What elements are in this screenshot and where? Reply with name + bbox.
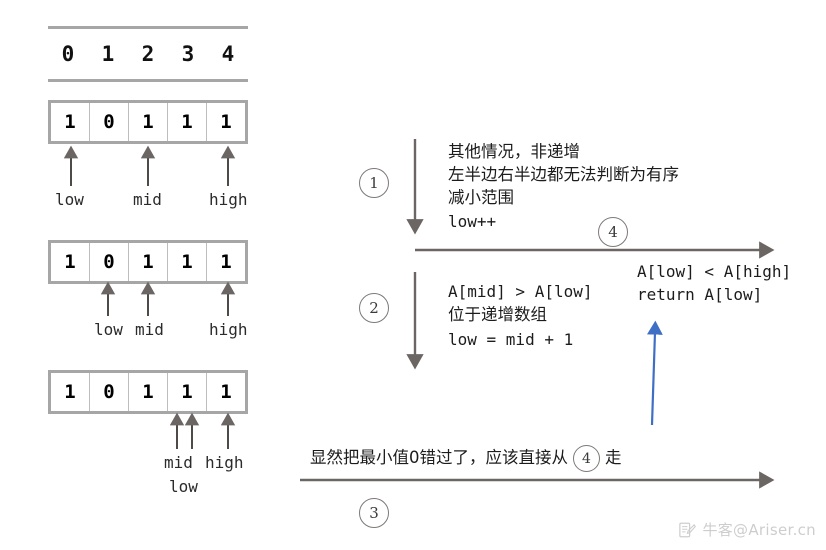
blue-up-arrow xyxy=(646,320,663,426)
array-step-2: 1 0 1 1 1 xyxy=(48,240,248,284)
step-1-line-1: 其他情况，非递增 xyxy=(448,142,580,161)
array-cell: 0 xyxy=(90,103,129,141)
pointer-arrows-array-3 xyxy=(169,412,236,449)
pointer-arrows-array-1 xyxy=(63,145,236,186)
index-cell: 4 xyxy=(221,41,235,66)
index-cell: 2 xyxy=(141,41,155,66)
watermark-text: 牛客@Ariser.cn xyxy=(702,521,816,539)
step-3-inline-marker-4: 4 xyxy=(573,445,600,472)
array-step-3: 1 0 1 1 1 xyxy=(48,370,248,414)
step-3-text-after: 走 xyxy=(605,448,622,468)
step-4-line-1: A[low] < A[high] xyxy=(637,262,792,281)
step-1-line-3: 减小范围 xyxy=(448,188,514,207)
pointer-label-low: low xyxy=(169,477,198,496)
array-cell: 1 xyxy=(220,381,232,403)
pointer-label-mid: mid xyxy=(164,453,193,472)
pointer-label-high: high xyxy=(209,320,248,339)
note-pen-icon xyxy=(679,522,697,537)
step-2-line-3: low = mid + 1 xyxy=(448,330,574,349)
step-2-line-2: 位于递增数组 xyxy=(448,305,547,324)
array-cell: 1 xyxy=(51,243,90,281)
array-cell: 1 xyxy=(129,373,168,411)
step-1-line-2: 左半边右半边都无法判断为有序 xyxy=(448,165,679,184)
index-row: 0 1 2 3 4 xyxy=(48,26,248,82)
watermark: 牛客@Ariser.cn xyxy=(678,519,816,540)
pointer-label-low: low xyxy=(94,320,123,339)
step-2-line-1: A[mid] > A[low] xyxy=(448,282,593,301)
step-marker-2: 2 xyxy=(359,293,389,323)
array-cell: 1 xyxy=(51,373,90,411)
array-cell: 1 xyxy=(168,373,207,411)
index-cell: 1 xyxy=(101,41,115,66)
index-cell: 3 xyxy=(181,41,195,66)
array-step-1: 1 0 1 1 1 xyxy=(48,100,248,144)
pointer-label-mid: mid xyxy=(133,190,162,209)
array-cell: 0 xyxy=(90,243,129,281)
array-cell: 0 xyxy=(90,373,129,411)
array-cell: 1 xyxy=(168,243,207,281)
step-3-sentence: 显然把最小值0错过了，应该直接从 4 走 xyxy=(310,445,622,472)
pointer-label-high: high xyxy=(205,453,244,472)
pointer-label-high: high xyxy=(209,190,248,209)
step-marker-3: 3 xyxy=(359,498,389,528)
index-cell: 0 xyxy=(61,41,75,66)
array-cell: 1 xyxy=(51,103,90,141)
array-cell: 1 xyxy=(129,243,168,281)
step-4-line-2: return A[low] xyxy=(637,285,763,304)
array-cell: 1 xyxy=(220,111,232,133)
pointer-arrows-array-2 xyxy=(100,281,236,316)
step-marker-4: 4 xyxy=(598,217,628,247)
pointer-label-low: low xyxy=(55,190,84,209)
step-marker-1: 1 xyxy=(359,168,389,198)
step-1-line-4: low++ xyxy=(448,212,497,231)
array-cell: 1 xyxy=(220,251,232,273)
array-cell: 1 xyxy=(129,103,168,141)
array-cell: 1 xyxy=(168,103,207,141)
step-3-text-before: 显然把最小值0错过了，应该直接从 xyxy=(310,448,568,468)
pointer-label-mid: mid xyxy=(135,320,164,339)
